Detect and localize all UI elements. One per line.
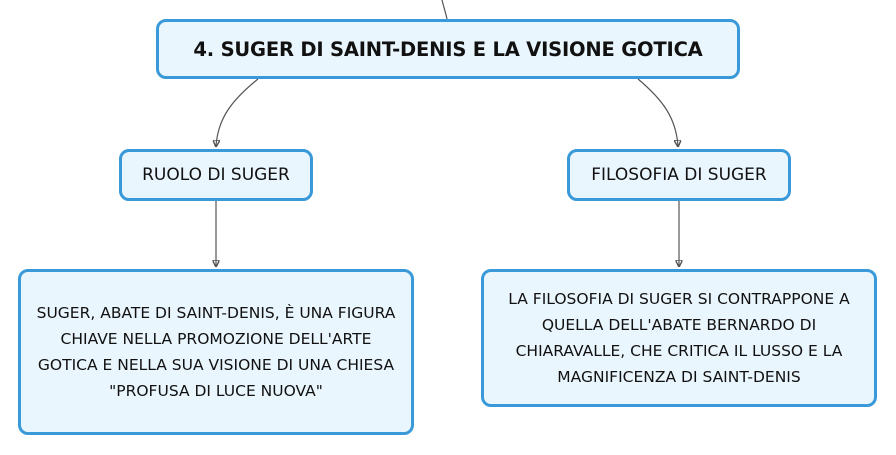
subtopic-ruolo-detail[interactable]: SUGER, ABATE DI SAINT-DENIS, È UNA FIGUR…	[18, 269, 414, 435]
topic-ruolo-label: RUOLO DI SUGER	[142, 165, 290, 185]
topic-ruolo-di-suger[interactable]: RUOLO DI SUGER	[119, 149, 313, 201]
central-topic-label: 4. SUGER DI SAINT-DENIS E LA VISIONE GOT…	[193, 37, 703, 61]
subtopic-filosofia-detail[interactable]: LA FILOSOFIA DI SUGER SI CONTRAPPONE A Q…	[481, 269, 877, 407]
central-topic-node[interactable]: 4. SUGER DI SAINT-DENIS E LA VISIONE GOT…	[156, 19, 740, 79]
topic-filosofia-label: FILOSOFIA DI SUGER	[591, 165, 767, 185]
subtopic-ruolo-text: SUGER, ABATE DI SAINT-DENIS, È UNA FIGUR…	[36, 304, 396, 400]
topic-filosofia-di-suger[interactable]: FILOSOFIA DI SUGER	[567, 149, 791, 201]
subtopic-filosofia-text: LA FILOSOFIA DI SUGER SI CONTRAPPONE A Q…	[508, 290, 850, 386]
connector-main-to-left-branch	[216, 78, 259, 146]
connector-parent-to-main	[441, 0, 448, 20]
connector-main-to-right-branch	[637, 78, 678, 146]
